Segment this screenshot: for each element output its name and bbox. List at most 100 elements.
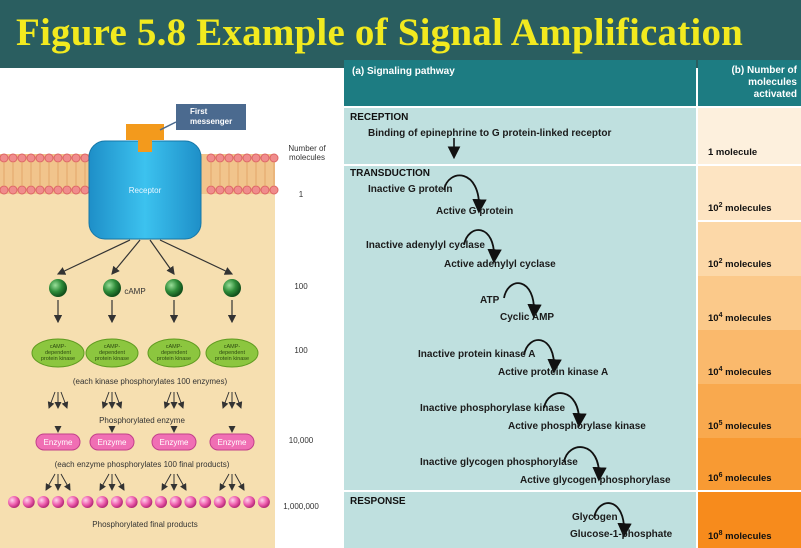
count-cell-4: 104 molecules [698, 276, 801, 330]
lipid-head-bottom [206, 185, 216, 195]
final-product-1 [8, 496, 20, 508]
lipid-head-bottom [269, 185, 279, 195]
count-exponent-4: 4 [718, 311, 723, 319]
final-product-2 [22, 496, 35, 508]
curve-arrow-5 [543, 392, 587, 428]
count-cell-2: 102 molecules [698, 166, 801, 220]
transduction-cell [344, 166, 696, 490]
lipid-head-top [80, 153, 90, 163]
first-messenger-label-box [176, 104, 246, 130]
pathway-arrows [443, 138, 632, 538]
product-arrow [219, 473, 230, 491]
kinase-arrow [101, 391, 110, 409]
count-value-2: 102 molecules [708, 201, 772, 214]
kinase-label-4-3: protein kinase [215, 356, 249, 362]
enzyme-shape-2 [89, 433, 135, 451]
figure-title: Figure 5.8 Example of Signal Amplificati… [16, 11, 744, 54]
step-1-to: Active G protein [436, 206, 514, 217]
product-arrow [45, 473, 56, 491]
response-heading: RESPONSE [350, 496, 406, 507]
kinase-label-3-1: cAMP- [166, 344, 183, 350]
left-count-2: 100 [294, 282, 308, 291]
lipid-head-top [44, 153, 54, 163]
camp-molecule-2 [103, 279, 121, 297]
lipid-head-bottom [26, 185, 36, 195]
curve-arrow-2 [463, 229, 502, 264]
lipid-head-bottom [44, 185, 54, 195]
final-products-label: Phosphorylated final products [92, 520, 198, 529]
product-arrow [114, 473, 125, 491]
step-4-to: Active protein kinase A [498, 367, 609, 378]
final-product-3 [37, 496, 50, 508]
left-count-5: 1,000,000 [283, 502, 319, 511]
final-product-11 [155, 496, 167, 508]
lipid-head-bottom [8, 185, 18, 195]
lipid-head-top [17, 153, 27, 163]
kinase-label-2-1: cAMP- [104, 344, 121, 350]
step-5-to: Active phosphorylase kinase [508, 421, 646, 432]
step-7-to: Glucose-1-phosphate [570, 529, 673, 540]
left-count-3: 100 [294, 346, 308, 355]
kinase-shape-4 [205, 338, 259, 368]
lipid-head-bottom [251, 185, 261, 195]
enzyme-label-4: Enzyme [218, 438, 247, 447]
lipid-head-top [0, 153, 9, 163]
lipid-heads [0, 153, 279, 195]
enzyme-shape-3 [151, 433, 197, 451]
final-product-14 [199, 496, 212, 508]
kinase-label-3-2: dependent [161, 350, 187, 356]
lipid-head-top [215, 153, 225, 163]
product-arrow [234, 473, 245, 491]
lipid-head-bottom [62, 185, 72, 195]
count-cell-7: 106 molecules [698, 438, 801, 490]
col-a-header-text: (a) Signaling pathway [352, 66, 455, 77]
receptor-arrow-4 [159, 239, 234, 275]
lipid-head-bottom [224, 185, 234, 195]
count-exponent-6: 5 [718, 419, 723, 427]
curve-arrow-7 [593, 502, 632, 538]
kinase-label-1-2: dependent [45, 350, 71, 356]
first-messenger-shape [126, 124, 164, 140]
left-count-1: 1 [298, 190, 304, 199]
reception-cell [344, 108, 696, 164]
phosphorylated-enzyme-label: Phosphorylated enzyme [99, 416, 185, 425]
receptor-arrow-1 [56, 239, 131, 275]
lipid-head-top [53, 153, 63, 163]
lipid-head-bottom [215, 185, 225, 195]
col-b-header-2: molecules [748, 77, 797, 88]
kinase-arrow [60, 391, 69, 409]
lipid-head-bottom [17, 185, 27, 195]
enzyme-label-1: Enzyme [44, 438, 73, 447]
product-arrow [99, 473, 110, 491]
final-product-9 [125, 496, 138, 508]
enzyme-note: (each enzyme phosphorylates 100 final pr… [54, 460, 230, 469]
receptor-arrow-3 [149, 239, 175, 275]
count-header-1: Number of [288, 144, 326, 153]
lipid-head-bottom [80, 185, 90, 195]
kinase-arrow [221, 391, 230, 409]
kinase-label-2-2: dependent [99, 350, 125, 356]
enzyme-label-3: Enzyme [160, 438, 189, 447]
count-exponent-7: 6 [718, 471, 723, 479]
lipid-head-top [251, 153, 261, 163]
lipid-head-top [233, 153, 243, 163]
count-cell-8: 108 molecules [698, 492, 801, 548]
count-cell-3: 102 molecules [698, 222, 801, 276]
final-product-10 [140, 496, 153, 508]
kinase-shape-1 [31, 338, 85, 368]
count-value-5: 104 molecules [708, 365, 772, 378]
lipid-head-top [35, 153, 45, 163]
kinase-label-4-2: dependent [219, 350, 245, 356]
lipid-head-top [71, 153, 81, 163]
count-value-6: 105 molecules [708, 419, 772, 432]
lipid-head-bottom [242, 185, 252, 195]
count-exponent-8: 8 [718, 529, 723, 537]
lipid-head-top [26, 153, 36, 163]
count-value-8: 108 molecules [708, 529, 772, 542]
product-arrow [161, 473, 172, 491]
col-b-header-1: (b) Number of [731, 65, 797, 76]
count-value-7: 106 molecules [708, 471, 772, 484]
curve-arrow-1 [443, 174, 487, 214]
receptor-label: Receptor [128, 186, 162, 195]
